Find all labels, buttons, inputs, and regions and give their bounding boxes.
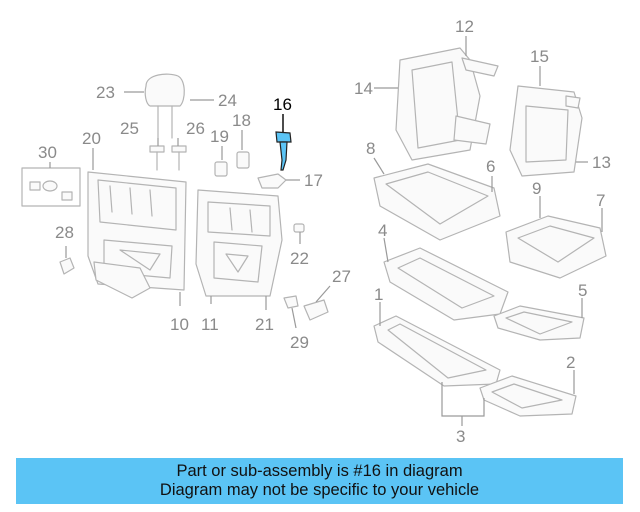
seat-frame-2 xyxy=(479,375,577,417)
callout-7: 7 xyxy=(596,191,605,210)
callout-5: 5 xyxy=(578,281,587,300)
seat-back-left xyxy=(87,171,187,299)
callout-12: 12 xyxy=(455,17,474,36)
callout-29: 29 xyxy=(290,333,309,352)
callout-2: 2 xyxy=(566,353,575,372)
callout-9: 9 xyxy=(532,179,541,198)
callout-1: 1 xyxy=(374,285,383,304)
callout-25: 25 xyxy=(120,119,139,138)
seat-back-cushion-right xyxy=(509,85,583,177)
callout-17: 17 xyxy=(304,171,323,190)
callout-16: 16 xyxy=(273,95,292,114)
callout-26: 26 xyxy=(186,119,205,138)
leader-lines xyxy=(49,36,603,426)
callout-8: 8 xyxy=(366,139,375,158)
hinge-27 xyxy=(303,299,329,321)
seat-cushion-right xyxy=(505,215,607,279)
callout-30: 30 xyxy=(38,143,57,162)
callout-24: 24 xyxy=(218,91,237,110)
banner-line-1: Part or sub-assembly is #16 in diagram xyxy=(176,462,463,480)
seat-frame-4 xyxy=(383,247,509,321)
callout-22: 22 xyxy=(290,249,309,268)
callout-10: 10 xyxy=(170,315,189,334)
callout-4: 4 xyxy=(378,221,387,240)
callout-27: 27 xyxy=(332,267,351,286)
callout-labels: 1 2 3 4 5 6 7 8 9 10 11 12 13 14 15 16 1… xyxy=(38,17,611,446)
seat-back-right xyxy=(195,189,283,297)
bolt-26 xyxy=(171,145,187,171)
info-banner: Part or sub-assembly is #16 in diagram D… xyxy=(16,458,623,504)
bolt-25 xyxy=(149,145,165,171)
hardware-kit-30 xyxy=(21,167,81,207)
headrest xyxy=(144,73,185,139)
banner-line-2: Diagram may not be specific to your vehi… xyxy=(159,481,480,499)
hinge-29 xyxy=(283,295,299,309)
clip-22 xyxy=(293,223,305,233)
clip-19 xyxy=(214,161,228,177)
callout-23: 23 xyxy=(96,83,115,102)
callout-20: 20 xyxy=(82,129,101,148)
callout-14: 14 xyxy=(354,79,373,98)
seat-back-cushion xyxy=(395,47,499,161)
clip-18 xyxy=(236,151,250,169)
part-16-highlighted xyxy=(275,131,292,171)
callout-28: 28 xyxy=(55,223,74,242)
callout-18: 18 xyxy=(232,111,251,130)
seat-cushion xyxy=(373,163,501,241)
parts-diagram: 1 2 3 4 5 6 7 8 9 10 11 12 13 14 15 16 1… xyxy=(21,17,611,446)
callout-3: 3 xyxy=(456,427,465,446)
callout-19: 19 xyxy=(210,127,229,146)
callout-15: 15 xyxy=(530,47,549,66)
callout-6: 6 xyxy=(486,157,495,176)
callout-13: 13 xyxy=(592,153,611,172)
seat-frame-5 xyxy=(493,305,585,341)
callout-11: 11 xyxy=(201,315,219,334)
bracket-17 xyxy=(257,173,287,189)
callout-21: 21 xyxy=(255,315,274,334)
clip-28 xyxy=(59,257,75,275)
seat-frame-1 xyxy=(373,315,501,387)
